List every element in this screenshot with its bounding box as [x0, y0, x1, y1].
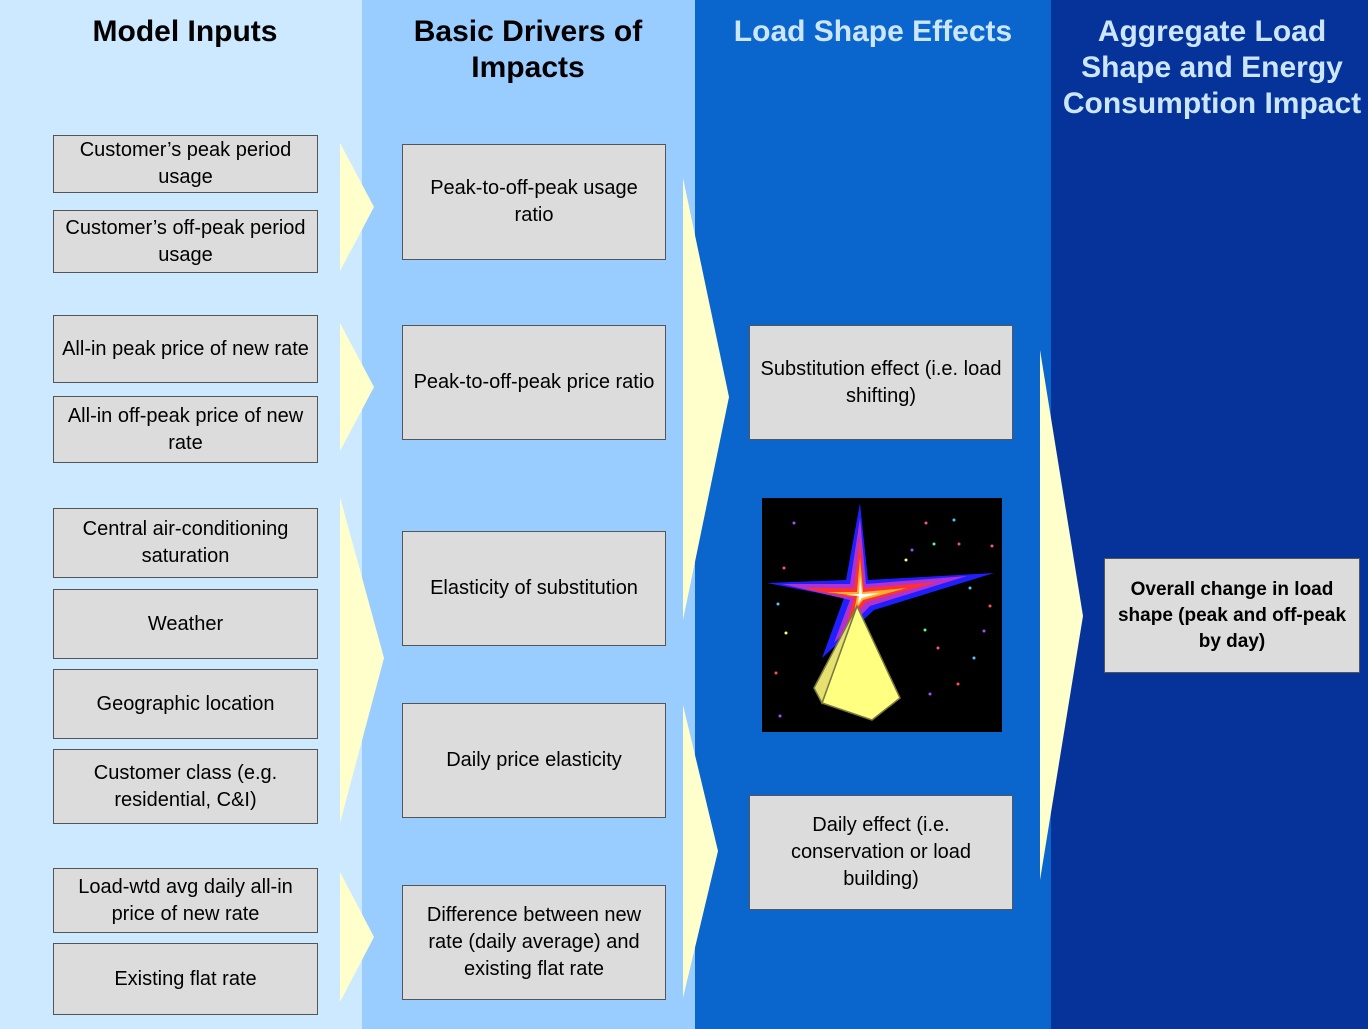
heading-basic-drivers: Basic Drivers of Impacts [413, 15, 643, 84]
input-existing-flat-rate: Existing flat rate [53, 943, 318, 1015]
arrow-effects [1040, 350, 1083, 880]
arrow-inputs-group-1 [340, 143, 374, 271]
input-weather: Weather [53, 589, 318, 659]
driver-rate-difference: Difference between new rate (daily avera… [402, 885, 666, 1000]
driver-daily-price-elasticity: Daily price elasticity [402, 703, 666, 818]
input-load-wtd-price: Load-wtd avg daily all-in price of new r… [53, 868, 318, 933]
arrow-inputs-group-4 [340, 872, 374, 1002]
input-geographic-location: Geographic location [53, 669, 318, 739]
driver-elasticity-of-substitution: Elasticity of substitution [402, 531, 666, 646]
effect-substitution: Substitution effect (i.e. load shifting) [749, 325, 1013, 440]
input-customer-class: Customer class (e.g. residential, C&I) [53, 749, 318, 824]
effect-daily: Daily effect (i.e. conservation or load … [749, 795, 1013, 910]
input-peak-usage: Customer’s peak period usage [53, 135, 318, 193]
starburst [767, 503, 994, 658]
input-peak-price: All-in peak price of new rate [53, 315, 318, 383]
heading-model-inputs: Model Inputs [92, 15, 278, 48]
arrow-inputs-group-3 [340, 497, 384, 823]
driver-usage-ratio: Peak-to-off-peak usage ratio [402, 144, 666, 260]
aggregate-impact-column [1051, 0, 1368, 1029]
input-off-peak-usage: Customer’s off-peak period usage [53, 210, 318, 273]
arrow-drivers-lower [683, 705, 718, 998]
input-off-peak-price: All-in off-peak price of new rate [53, 396, 318, 463]
arrow-drivers-upper [683, 178, 729, 620]
pyramid [813, 604, 901, 721]
arrow-inputs-group-2 [340, 323, 374, 451]
input-central-ac: Central air-conditioning saturation [53, 508, 318, 578]
star-pyramid-image [762, 498, 1002, 732]
heading-load-shape-effects: Load Shape Effects [733, 15, 1013, 48]
driver-price-ratio: Peak-to-off-peak price ratio [402, 325, 666, 440]
heading-aggregate-impact: Aggregate Load Shape and Energy Consumpt… [1062, 15, 1362, 120]
sparkle-dots [774, 518, 994, 718]
outcome-overall-change: Overall change in load shape (peak and o… [1104, 558, 1360, 673]
